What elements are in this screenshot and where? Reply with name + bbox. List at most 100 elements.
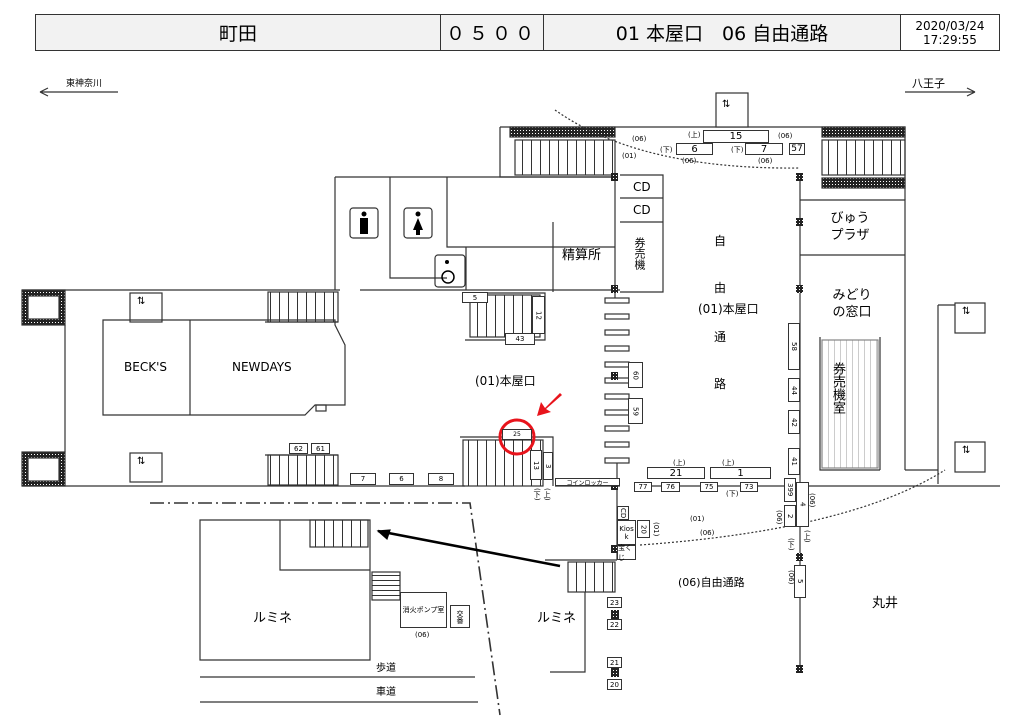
locker-12[interactable]: 12 <box>532 296 545 334</box>
locker-62[interactable]: 62 <box>289 443 308 454</box>
locker-7-lower[interactable]: 7 <box>350 473 376 485</box>
locker-8[interactable]: 8 <box>428 473 454 485</box>
locker-5[interactable]: 5 <box>462 292 488 303</box>
locker-41[interactable]: 41 <box>788 448 800 475</box>
coin-locker: コインロッカー <box>555 478 620 487</box>
locker-1[interactable]: 1 <box>710 467 771 479</box>
locker-23[interactable]: 23 <box>607 597 622 608</box>
locker-7[interactable]: 7 <box>745 143 783 155</box>
view-plaza: びゅうプラザ <box>830 211 870 243</box>
marker-up: (上) <box>803 530 811 543</box>
kiosk: Kiosk <box>617 520 636 545</box>
direction-east: 八王子 <box>912 77 945 90</box>
locker-75[interactable]: 75 <box>700 482 718 492</box>
marker-06: (06) <box>787 570 795 585</box>
lumine-right: ルミネ <box>537 611 577 626</box>
marker-up: (上) <box>722 459 735 467</box>
locker-21-lower[interactable]: 21 <box>607 657 622 668</box>
koban: 交番 <box>450 605 470 628</box>
seisan-office: 精算所 <box>562 248 602 263</box>
locker-61[interactable]: 61 <box>311 443 330 454</box>
station-code: ０５００ <box>440 14 544 51</box>
marker-up: (上) <box>688 131 701 139</box>
marker-down: (下) <box>787 538 795 551</box>
marker-06: (06) <box>415 631 430 639</box>
marker-06: (06) <box>758 157 773 165</box>
highlight-circle <box>498 418 536 456</box>
elevator-icon: ⇅ <box>962 306 971 317</box>
locker-21[interactable]: 21 <box>647 467 705 479</box>
ticket-machine-room: 券売機室 <box>830 362 845 414</box>
corridor-char: 路 <box>714 377 727 391</box>
corridor-char: (01)本屋口 <box>698 302 759 316</box>
marker-06: (06) <box>775 510 783 525</box>
locker-57[interactable]: 57 <box>789 143 805 155</box>
date: 2020/03/24 <box>915 18 985 33</box>
timestamp: 2020/03/24 17:29:55 <box>900 14 1000 51</box>
marker-down: (下) <box>731 146 744 154</box>
locker-5-lower[interactable]: 5 <box>794 565 806 598</box>
shop-newdays: NEWDAYS <box>232 360 292 374</box>
locker-2[interactable]: 2 <box>784 505 796 527</box>
marker-06: (06) <box>632 135 647 143</box>
locker-6[interactable]: 6 <box>676 143 713 155</box>
marker-06: (06) <box>808 493 816 508</box>
locker-76[interactable]: 76 <box>661 482 680 492</box>
corridor-char: 由 <box>714 281 727 295</box>
locker-25-highlighted[interactable]: 25 <box>502 429 532 440</box>
marker-down: (下) <box>726 490 739 498</box>
roadway-label: 車道 <box>376 687 396 698</box>
elevator-icon: ⇅ <box>137 456 146 467</box>
marker-06: (06) <box>778 132 793 140</box>
locker-42[interactable]: 42 <box>788 410 800 434</box>
direction-west: 東神奈川 <box>66 79 103 89</box>
locker-44[interactable]: 44 <box>788 378 800 402</box>
marker-06: (06) <box>682 157 697 165</box>
marker-01: (01) <box>690 515 705 523</box>
marker-up: (上) <box>673 459 686 467</box>
elevator-icon: ⇅ <box>722 99 731 110</box>
locker-73[interactable]: 73 <box>740 482 758 492</box>
elevator-icon: ⇅ <box>962 445 971 456</box>
locker-13[interactable]: 13 <box>530 450 542 480</box>
cd-small: CD <box>617 506 629 520</box>
west-arrow <box>39 87 118 97</box>
area-jiyu-passage: (06)自由通路 <box>678 576 745 589</box>
takarakuji: 宝くじ <box>617 544 636 562</box>
marker-06: (06) <box>700 529 715 537</box>
shop-becks: BECK'S <box>124 360 167 374</box>
locker-399[interactable]: 399 <box>784 478 796 502</box>
marker-down: (下) <box>660 146 673 154</box>
locker-4[interactable]: 4 <box>796 482 809 527</box>
marker-01: (01) <box>652 522 660 537</box>
locker-20-kiosk[interactable]: 20 <box>637 520 650 538</box>
locker-20-lower[interactable]: 20 <box>607 679 622 690</box>
time: 17:29:55 <box>923 32 977 47</box>
sidewalk-label: 歩道 <box>376 663 396 674</box>
station-name: 町田 <box>35 14 441 51</box>
locker-15[interactable]: 15 <box>703 130 769 143</box>
locker-43[interactable]: 43 <box>505 333 535 345</box>
highlight-arrow <box>537 393 562 416</box>
locker-6-lower[interactable]: 6 <box>389 473 414 485</box>
marui: 丸井 <box>872 596 899 611</box>
locker-58[interactable]: 58 <box>788 323 800 370</box>
east-arrow <box>905 87 976 97</box>
locker-22[interactable]: 22 <box>607 619 622 630</box>
lumine-left: ルミネ <box>253 611 293 626</box>
exit-names: 01 本屋口 06 自由通路 <box>543 14 901 51</box>
marker-up: (上) <box>543 488 551 501</box>
ticket-machine: 券売機 <box>633 237 646 270</box>
locker-77[interactable]: 77 <box>634 482 652 492</box>
marker-01: (01) <box>622 152 637 160</box>
area-honya-exit: (01)本屋口 <box>475 374 536 388</box>
corridor-char: 自 <box>714 234 727 248</box>
midori-no-madoguchi: みどりの窓口 <box>832 288 872 320</box>
pump-room: 消火ポンプ室 <box>400 592 447 628</box>
locker-60[interactable]: 60 <box>628 362 643 388</box>
locker-59[interactable]: 59 <box>628 398 643 424</box>
cd-2: CD <box>633 203 651 217</box>
locker-3[interactable]: 3 <box>543 452 553 480</box>
